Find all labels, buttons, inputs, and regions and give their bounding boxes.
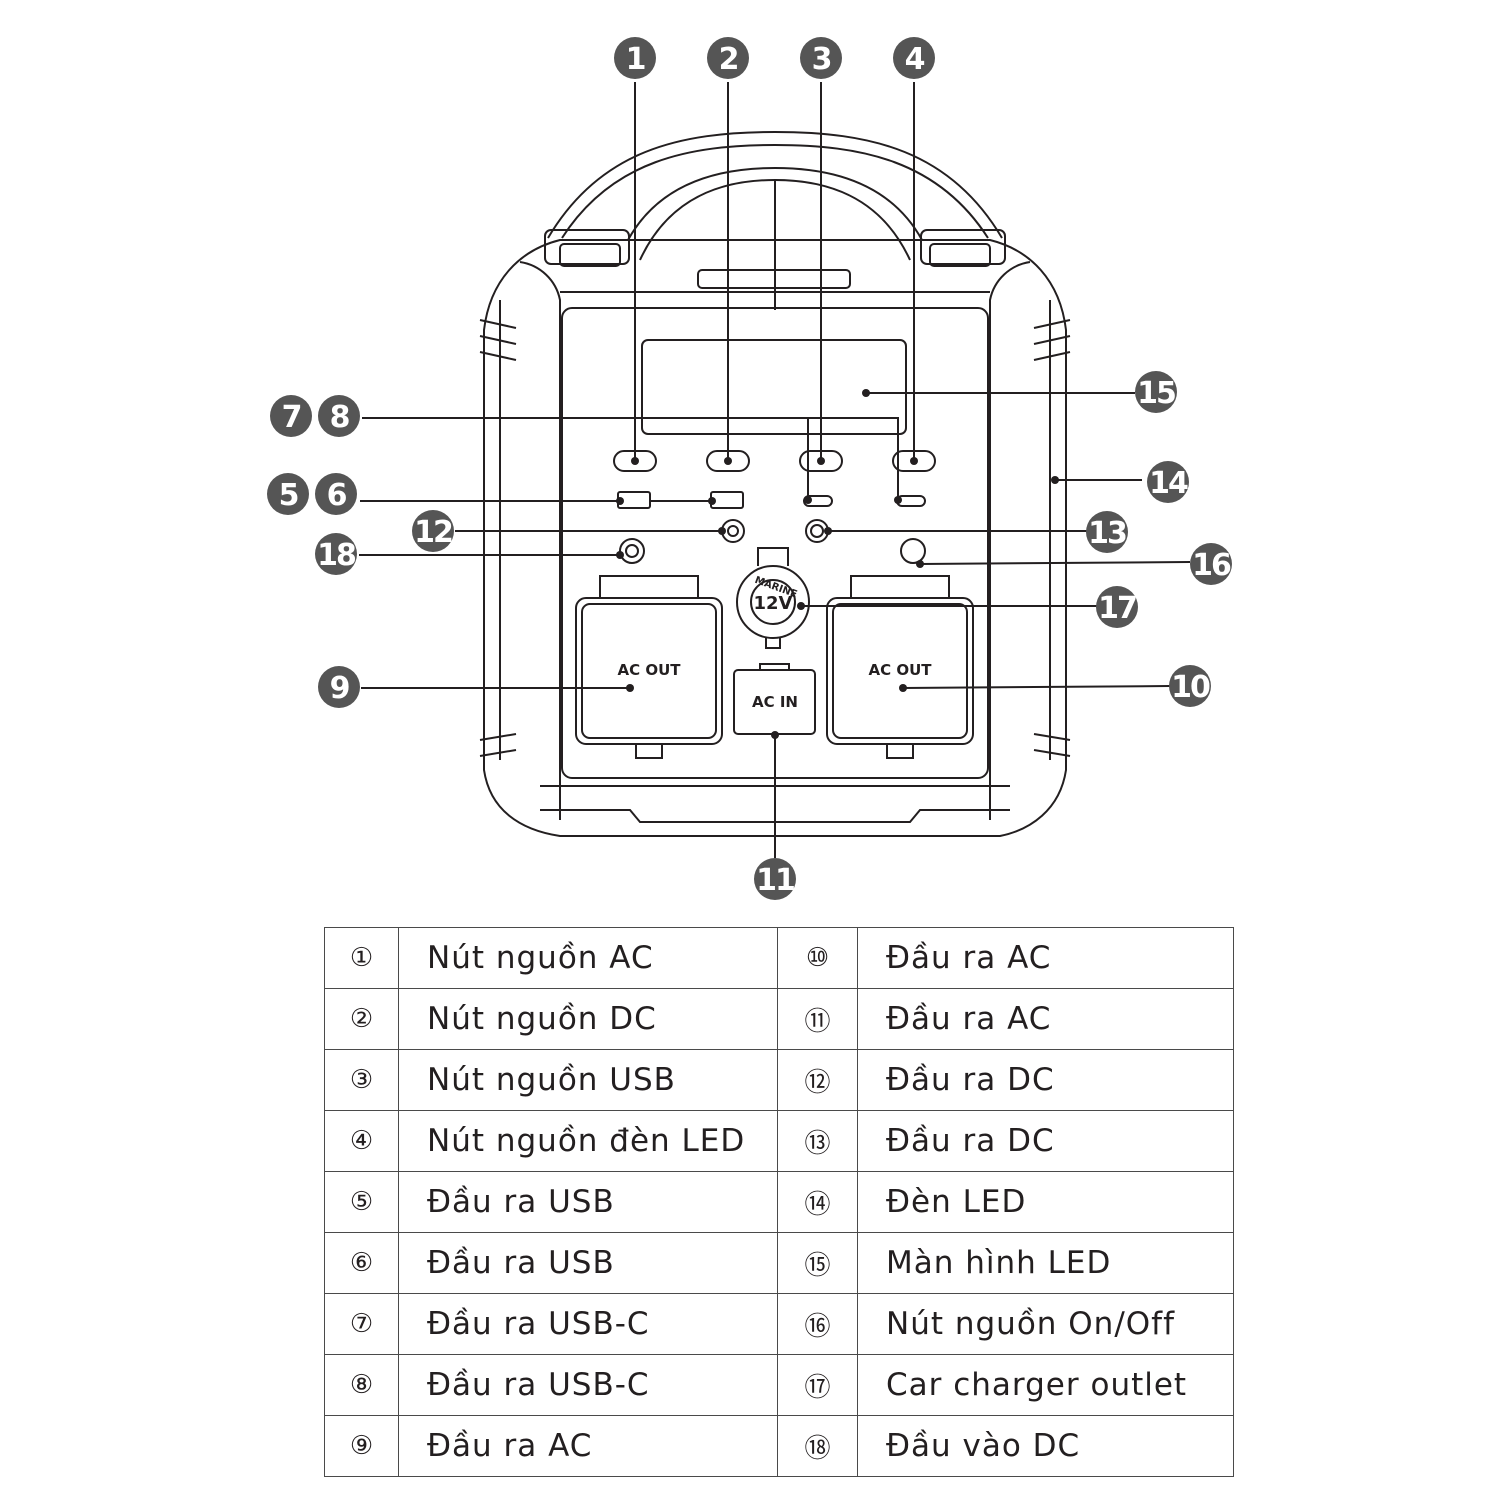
legend-number: ⑦ [324,1293,399,1355]
on-off-button[interactable] [900,538,926,564]
legend-label: Đầu ra AC [857,927,1234,989]
legend-label: Đầu ra DC [857,1049,1234,1111]
legend-number: ⑧ [324,1354,399,1416]
svg-text:3: 3 [812,42,831,77]
svg-text:17: 17 [1098,591,1136,626]
legend-label: Nút nguồn USB [398,1049,778,1111]
carry-handle [544,130,1006,310]
usb-c-port-1[interactable] [803,495,833,507]
callout-7: 7 [270,395,312,437]
svg-text:6: 6 [327,478,347,513]
legend-label: Nút nguồn đèn LED [398,1110,778,1172]
legend-label: Đèn LED [857,1171,1234,1233]
legend-label: Màn hình LED [857,1232,1234,1294]
legend-label: Đầu ra DC [857,1110,1234,1172]
svg-text:10: 10 [1171,670,1210,705]
led-screen [641,339,907,435]
legend-number: ② [324,988,399,1050]
svg-text:12: 12 [414,515,452,550]
legend-number: ① [324,927,399,989]
legend-label: Đầu ra USB [398,1171,778,1233]
callout-6: 6 [315,473,357,515]
legend-number: ⑯ [777,1293,858,1355]
legend-number: ③ [324,1049,399,1111]
car-charger-outlet[interactable] [736,547,810,649]
legend-number: ⑭ [777,1171,858,1233]
svg-text:4: 4 [905,42,925,77]
legend-label: Đầu ra AC [398,1415,778,1477]
leader-lines [359,82,1191,858]
legend-label: Đầu vào DC [857,1415,1234,1477]
ac-outlet-right[interactable] [826,575,974,759]
legend-number: ④ [324,1110,399,1172]
svg-text:8: 8 [330,400,350,435]
legend-label: Đầu ra USB-C [398,1293,778,1355]
svg-text:18: 18 [317,538,356,573]
svg-text:2: 2 [719,42,738,77]
svg-text:9: 9 [330,671,349,706]
callout-15: 15 [1135,371,1177,413]
callout-18: 18 [315,533,358,575]
callout-2: 2 [707,37,749,79]
legend-number: ⑪ [777,988,858,1050]
svg-text:16: 16 [1192,548,1231,583]
callout-3: 3 [800,37,842,79]
svg-text:14: 14 [1149,466,1188,501]
legend-number: ⑱ [777,1415,858,1477]
callout-8: 8 [318,395,360,437]
power-station-diagram: AC OUT AC OUT AC IN MARINE 12V 1 [267,37,1233,900]
callout-5: 5 [267,473,309,515]
svg-text:11: 11 [756,863,794,898]
ac-outlet-left[interactable] [575,575,723,759]
callout-10: 10 [1169,665,1212,707]
callout-12: 12 [412,510,454,552]
legend-label: Đầu ra USB [398,1232,778,1294]
callout-4: 4 [893,37,935,79]
callout-16: 16 [1190,543,1233,585]
svg-text:13: 13 [1088,516,1126,551]
ac-in-label: AC IN [752,693,798,711]
callout-13: 13 [1086,511,1128,553]
callout-9: 9 [318,666,360,708]
legend-number: ⑰ [777,1354,858,1416]
legend-number: ⑩ [777,927,858,989]
legend-number: ⑬ [777,1110,858,1172]
callout-11: 11 [754,858,796,900]
legend-number: ⑨ [324,1415,399,1477]
legend-number: ⑤ [324,1171,399,1233]
legend-label: Nút nguồn DC [398,988,778,1050]
svg-text:15: 15 [1137,376,1175,411]
legend-number: ⑫ [777,1049,858,1111]
callout-1: 1 [614,37,656,79]
callout-17: 17 [1096,586,1138,628]
legend-label: Đầu ra USB-C [398,1354,778,1416]
ac-out-left-label: AC OUT [617,661,681,679]
legend-number: ⑮ [777,1232,858,1294]
legend-label: Đầu ra AC [857,988,1234,1050]
legend-label: Nút nguồn On/Off [857,1293,1234,1355]
volt-label: 12V [754,593,793,614]
svg-text:1: 1 [626,42,645,77]
svg-text:7: 7 [282,400,301,435]
leader-dots [616,389,1059,739]
callout-14: 14 [1147,461,1190,503]
svg-text:5: 5 [279,478,298,513]
legend-label: Car charger outlet [857,1354,1234,1416]
dc-input-port[interactable] [619,538,645,564]
ac-out-right-label: AC OUT [868,661,932,679]
legend-label: Nút nguồn AC [398,927,778,989]
legend-number: ⑥ [324,1232,399,1294]
